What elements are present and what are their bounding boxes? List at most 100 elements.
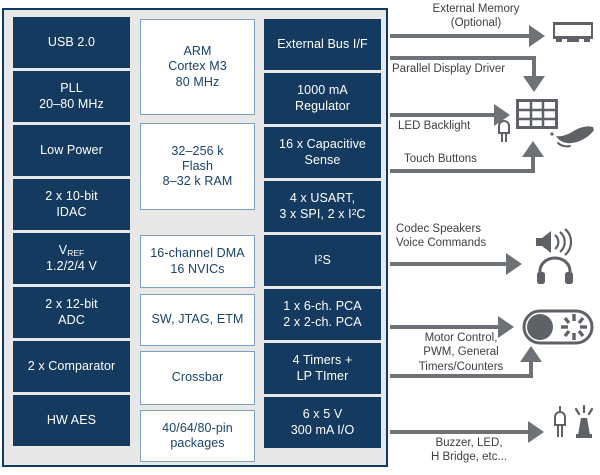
label-parallel-display: Parallel Display Driver xyxy=(392,63,506,75)
block-line: 1000 mA xyxy=(297,83,348,98)
vref-subscript: REF xyxy=(67,248,85,259)
block-line: Low Power xyxy=(40,142,103,157)
arrow-motor-out xyxy=(498,316,514,338)
block-line: Crossbar xyxy=(171,370,224,385)
block-line: 2 x 10-bit xyxy=(45,189,98,204)
block-line: LP TImer xyxy=(296,368,349,383)
wire-parallel-display-v xyxy=(532,56,536,78)
wire-touch-buttons-h xyxy=(390,169,535,173)
arrow-external-memory xyxy=(529,25,545,47)
block-line: VREF xyxy=(59,243,84,258)
block-line: Regulator xyxy=(294,98,351,113)
column-left: USB 2.0 PLL 20–80 MHz Low Power 2 x 10-b… xyxy=(13,17,130,458)
block-ext-bus[interactable]: External Bus I/F xyxy=(264,19,381,70)
label-codec-audio: Codec Speakers Voice Commands xyxy=(396,223,487,250)
block-line: HW AES xyxy=(46,412,97,427)
buzzer-icon xyxy=(572,405,598,439)
column-middle: ARM Cortex M3 80 MHz 32–256 k Flash 8–32… xyxy=(140,17,255,462)
block-regulator[interactable]: 1000 mA Regulator xyxy=(264,73,381,124)
block-line: 1 x 6-ch. PCA xyxy=(283,299,362,314)
block-line: 20–80 MHz xyxy=(39,96,104,111)
block-line: packages xyxy=(170,436,225,450)
wire-motor-in-h xyxy=(390,374,533,378)
block-line: 16 x Capacitive xyxy=(279,137,366,152)
block-line: Flash xyxy=(181,158,214,173)
block-line: 80 MHz xyxy=(175,74,220,89)
mcu-frame: USB 2.0 PLL 20–80 MHz Low Power 2 x 10-b… xyxy=(2,8,388,467)
wire-touch-buttons-v xyxy=(531,155,535,171)
memory-module-icon xyxy=(553,22,593,44)
arrow-touch-buttons xyxy=(522,141,544,157)
arrow-parallel-display xyxy=(523,76,545,92)
block-line: Sense xyxy=(304,152,341,167)
block-idac[interactable]: 2 x 10-bit IDAC xyxy=(13,179,130,230)
block-debug[interactable]: SW, JTAG, ETM xyxy=(140,294,255,346)
block-line: 1.2/2/4 V xyxy=(46,258,97,273)
block-line: 300 mA I/O xyxy=(290,422,355,437)
block-adc[interactable]: 2 x 12-bit ADC xyxy=(13,287,130,338)
wire-buzzer-led xyxy=(390,430,530,434)
block-pca[interactable]: 1 x 6-ch. PCA 2 x 2-ch. PCA xyxy=(264,289,381,340)
column-right: External Bus I/F 1000 mA Regulator 16 x … xyxy=(264,17,381,458)
block-hw-aes[interactable]: HW AES xyxy=(13,395,130,446)
block-line: Cortex M3 xyxy=(168,59,227,74)
wire-codec-audio xyxy=(390,262,508,266)
block-line: 3 x SPI, 2 x I2C xyxy=(279,206,366,221)
block-vref[interactable]: VREF 1.2/2/4 V xyxy=(13,233,130,284)
block-line: 16 NVICs xyxy=(170,261,225,276)
block-line: IDAC xyxy=(56,204,87,219)
block-packages[interactable]: 40/64/80-pin packages xyxy=(140,410,255,462)
led-bottom-icon xyxy=(551,405,569,439)
block-line: 2 x 2-ch. PCA xyxy=(283,314,362,329)
block-line: I2S xyxy=(314,252,331,267)
block-crossbar[interactable]: Crossbar xyxy=(140,351,255,405)
block-line: 16-channel DMA xyxy=(150,246,245,261)
block-line: ARM xyxy=(183,44,212,59)
block-line: SW, JTAG, ETM xyxy=(151,312,244,327)
wire-parallel-display-h xyxy=(390,56,536,60)
led-icon xyxy=(496,117,512,143)
block-serial[interactable]: 4 x USART, 3 x SPI, 2 x I2C xyxy=(264,181,381,232)
vref-symbol: V xyxy=(58,243,68,258)
headphones-icon xyxy=(537,256,573,284)
block-cap-sense[interactable]: 16 x Capacitive Sense xyxy=(264,127,381,178)
block-line: External Bus I/F xyxy=(277,36,368,51)
block-memory[interactable]: 32–256 k Flash 8–32 k RAM xyxy=(140,123,255,210)
wire-motor-out xyxy=(390,325,500,329)
display-panel-icon xyxy=(516,99,558,129)
block-arm-core[interactable]: ARM Cortex M3 80 MHz xyxy=(140,19,255,115)
motor-icon xyxy=(521,308,595,346)
superscript-2: 2 xyxy=(317,252,323,263)
block-pll[interactable]: PLL 20–80 MHz xyxy=(13,71,130,122)
speaker-icon xyxy=(534,228,576,256)
block-line: 40/64/80-pin xyxy=(162,420,233,435)
wire-led-backlight xyxy=(390,113,496,117)
wire-external-memory xyxy=(390,34,531,38)
block-low-power[interactable]: Low Power xyxy=(13,125,130,176)
arrow-codec-audio xyxy=(506,253,522,275)
arrow-motor-in xyxy=(520,346,542,362)
arrow-buzzer-led xyxy=(528,421,544,443)
block-line: ADC xyxy=(58,312,85,327)
label-buzzer-led: Buzzer, LED, H Bridge, etc... xyxy=(430,437,508,464)
block-timers[interactable]: 4 Timers + LP TImer xyxy=(264,343,381,394)
block-i2s[interactable]: I2S xyxy=(264,235,381,286)
block-line: 6 x 5 V xyxy=(302,407,343,422)
block-io[interactable]: 6 x 5 V 300 mA I/O xyxy=(264,397,381,448)
block-line: 4 Timers + xyxy=(292,353,353,368)
block-usb[interactable]: USB 2.0 xyxy=(13,17,130,68)
block-line: 2 x 12-bit xyxy=(45,297,98,312)
hand-touch-icon xyxy=(548,124,596,150)
block-line: 2 x Comparator xyxy=(27,358,116,373)
label-led-backlight: LED Backlight xyxy=(398,120,471,132)
block-line: 8–32 k RAM xyxy=(162,174,233,189)
block-line: PLL xyxy=(60,81,83,96)
superscript-2: 2 xyxy=(351,206,357,217)
block-line: 32–256 k xyxy=(171,143,224,158)
label-motor-control: Motor Control, PWM, General Timers/Count… xyxy=(418,332,504,373)
block-dma[interactable]: 16-channel DMA 16 NVICs xyxy=(140,235,255,288)
block-comparator[interactable]: 2 x Comparator xyxy=(13,341,130,392)
block-line: USB 2.0 xyxy=(47,34,96,49)
block-line: 4 x USART, xyxy=(289,191,356,206)
